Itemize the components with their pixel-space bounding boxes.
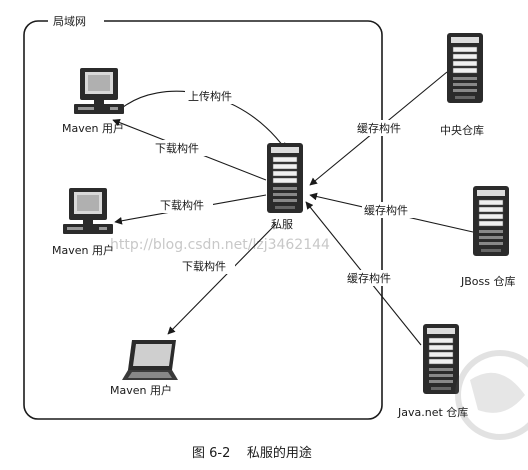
lan-label: 局域网 [53,15,86,28]
lan-label-bg [48,13,104,29]
private-server-label: 私服 [271,218,293,231]
javanet-repo-server-icon [422,323,460,395]
desktop-computer-icon-1 [74,68,124,114]
decorative-stamp-graphic [455,350,528,440]
upload-label: 上传构件 [188,89,232,103]
central-repo-server-icon [446,32,484,104]
cache-label-2: 缓存构件 [364,203,408,217]
desktop-computer-icon-2 [63,188,113,234]
cache-label-3: 缓存构件 [347,271,391,285]
download-label-2: 下载构件 [160,198,204,212]
maven-user-3-label: Maven 用户 [110,383,172,397]
central-repo-label: 中央仓库 [440,123,484,137]
maven-user-2-label: Maven 用户 [52,243,114,257]
javanet-repo-label: Java.net 仓库 [397,405,468,419]
jboss-repo-label: JBoss 仓库 [460,274,515,288]
maven-user-1-label: Maven 用户 [62,121,124,135]
download-label-1: 下载构件 [155,141,199,155]
watermark-text: http://blog.csdn.net/lzj3462144 [110,237,330,253]
lan-boundary [23,20,383,420]
download-arrow-3 [167,223,277,335]
figure-caption: 图 6-2 私服的用途 [192,445,312,461]
cache-label-1: 缓存构件 [357,121,401,135]
download-label-3: 下载构件 [182,259,226,273]
private-server-icon [266,142,304,214]
laptop-computer-icon [122,340,178,380]
jboss-repo-server-icon [472,185,510,257]
